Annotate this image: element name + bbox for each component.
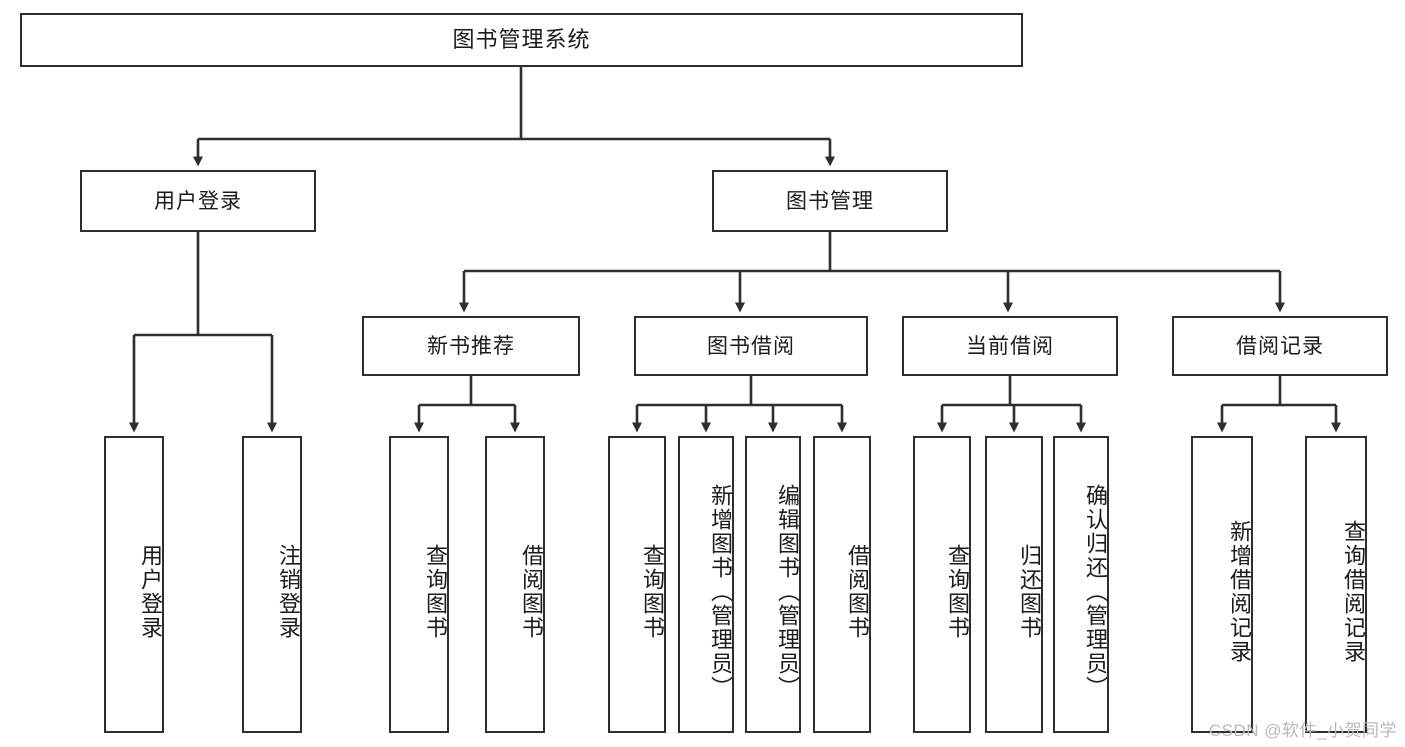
node-label: 用户登录 (138, 543, 163, 640)
node-borrow-record[interactable]: 借阅记录 (1172, 316, 1388, 376)
leaf-query-book-recommend[interactable]: 查询图书 (389, 436, 449, 733)
node-current-borrow[interactable]: 当前借阅 (902, 316, 1118, 376)
node-label: 查询图书 (945, 543, 970, 640)
leaf-add-book-admin[interactable]: 新增图书（管理员） (678, 436, 734, 733)
node-label: 当前借阅 (966, 334, 1054, 358)
node-label: 查询图书 (423, 543, 448, 640)
node-user-login[interactable]: 用户登录 (80, 170, 316, 232)
node-label: 借阅图书 (519, 543, 544, 640)
node-label: 确认归还（管理员） (1083, 483, 1108, 700)
node-label: 查询借阅记录 (1341, 519, 1366, 664)
node-label: 新增借阅记录 (1227, 519, 1252, 664)
leaf-borrow-book-recommend[interactable]: 借阅图书 (485, 436, 545, 733)
edge-group-new-book-rec (414, 376, 520, 433)
leaf-logout[interactable]: 注销登录 (242, 436, 302, 733)
node-label: 归还图书 (1017, 543, 1042, 640)
node-book-borrow[interactable]: 图书借阅 (634, 316, 868, 376)
node-label: 图书管理系统 (452, 27, 591, 52)
leaf-borrow-book[interactable]: 借阅图书 (813, 436, 871, 733)
edge-group-root (193, 67, 835, 167)
node-label: 新增图书（管理员） (708, 483, 733, 700)
node-label: 新书推荐 (427, 334, 515, 358)
leaf-query-book-current[interactable]: 查询图书 (913, 436, 971, 733)
node-label: 查询图书 (640, 543, 665, 640)
node-label: 编辑图书（管理员） (775, 483, 800, 700)
leaf-query-borrow-record[interactable]: 查询借阅记录 (1305, 436, 1367, 733)
leaf-query-book-borrow[interactable]: 查询图书 (608, 436, 666, 733)
node-label: 图书借阅 (707, 334, 795, 358)
node-label: 借阅图书 (845, 543, 870, 640)
edge-group-user-login (129, 232, 277, 433)
edge-group-book-manage (459, 232, 1285, 313)
node-label: 注销登录 (276, 543, 301, 640)
leaf-return-book[interactable]: 归还图书 (985, 436, 1043, 733)
leaf-confirm-return-admin[interactable]: 确认归还（管理员） (1053, 436, 1109, 733)
edge-group-current-borrow (937, 376, 1086, 433)
node-label: 图书管理 (786, 189, 874, 213)
node-book-manage[interactable]: 图书管理 (712, 170, 948, 232)
leaf-user-login[interactable]: 用户登录 (104, 436, 164, 733)
leaf-add-borrow-record[interactable]: 新增借阅记录 (1191, 436, 1253, 733)
node-label: 用户登录 (154, 189, 242, 213)
edge-group-borrow-record (1217, 376, 1341, 433)
node-root-system[interactable]: 图书管理系统 (20, 13, 1023, 67)
leaf-edit-book-admin[interactable]: 编辑图书（管理员） (745, 436, 801, 733)
node-new-book-recommend[interactable]: 新书推荐 (362, 316, 580, 376)
node-label: 借阅记录 (1236, 334, 1324, 358)
edge-group-book-borrow (632, 376, 847, 433)
watermark: CSDN @软件_小贺同学 (1208, 721, 1397, 740)
